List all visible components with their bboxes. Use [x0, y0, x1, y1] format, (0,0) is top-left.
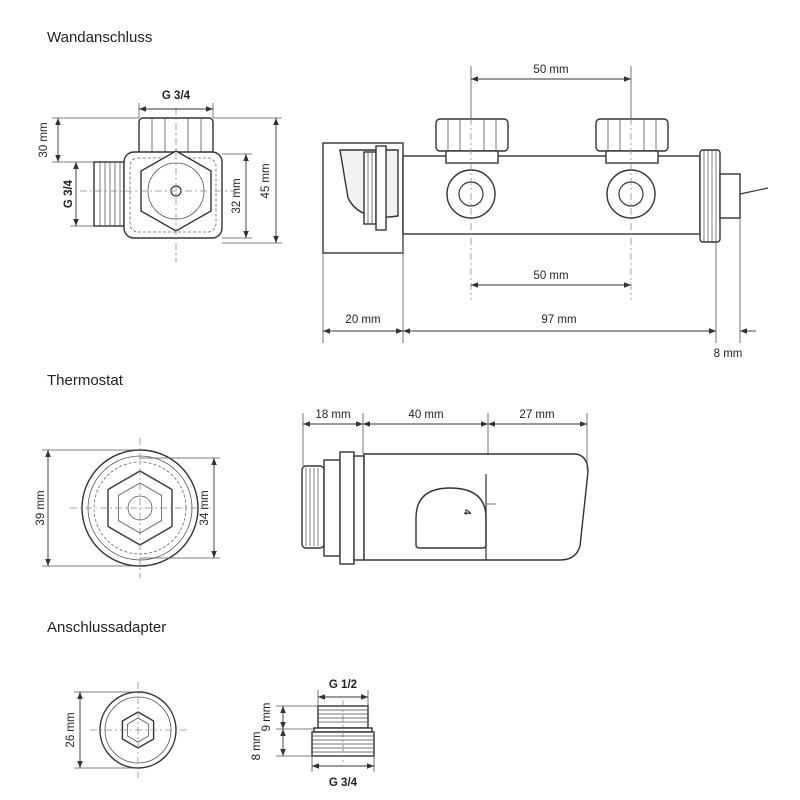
label-20mm: 20 mm [345, 314, 380, 326]
section-title-wandanschluss: Wandanschluss [47, 29, 152, 46]
label-thread-g34-adapter: G 3/4 [329, 777, 358, 789]
label-40mm: 40 mm [408, 409, 443, 421]
label-spacing-top-50mm: 50 mm [533, 64, 568, 76]
label-thread-g12: G 1/2 [329, 679, 357, 691]
label-97mm: 97 mm [541, 314, 576, 326]
label-27mm: 27 mm [519, 409, 554, 421]
wall-connection-front-view: 50 mm 50 mm 20 mm 97 mm 8 mm [322, 64, 769, 360]
label-spacing-bottom-50mm: 50 mm [533, 270, 568, 282]
label-26mm: 26 mm [65, 712, 77, 747]
label-45mm: 45 mm [260, 163, 272, 198]
label-9mm: 9 mm [261, 703, 273, 732]
adapter-side-view: G 1/2 G 3/4 9 mm 8 mm [251, 679, 375, 789]
label-thread-top-g34: G 3/4 [162, 90, 191, 102]
label-39mm: 39 mm [35, 490, 47, 525]
adapter-front-view: 26 mm [65, 682, 190, 778]
knob-mark-4: 4 [461, 509, 472, 515]
label-8mm: 8 mm [714, 348, 743, 360]
thermostat-front-view: 39 mm 34 mm [35, 438, 220, 578]
section-title-thermostat: Thermostat [47, 372, 124, 389]
thermostat-side-view: 4 18 mm 40 mm 27 mm [301, 409, 589, 565]
wall-connection-side-view: G 3/4 30 mm G 3/4 32 mm 45 mm [38, 90, 282, 262]
label-32mm: 32 mm [231, 178, 243, 213]
label-30mm: 30 mm [38, 122, 50, 157]
label-thread-left-g34: G 3/4 [63, 179, 75, 208]
section-title-anschlussadapter: Anschlussadapter [47, 619, 166, 636]
label-18mm: 18 mm [315, 409, 350, 421]
label-8mm-adapter: 8 mm [251, 732, 263, 761]
label-34mm: 34 mm [199, 490, 211, 525]
